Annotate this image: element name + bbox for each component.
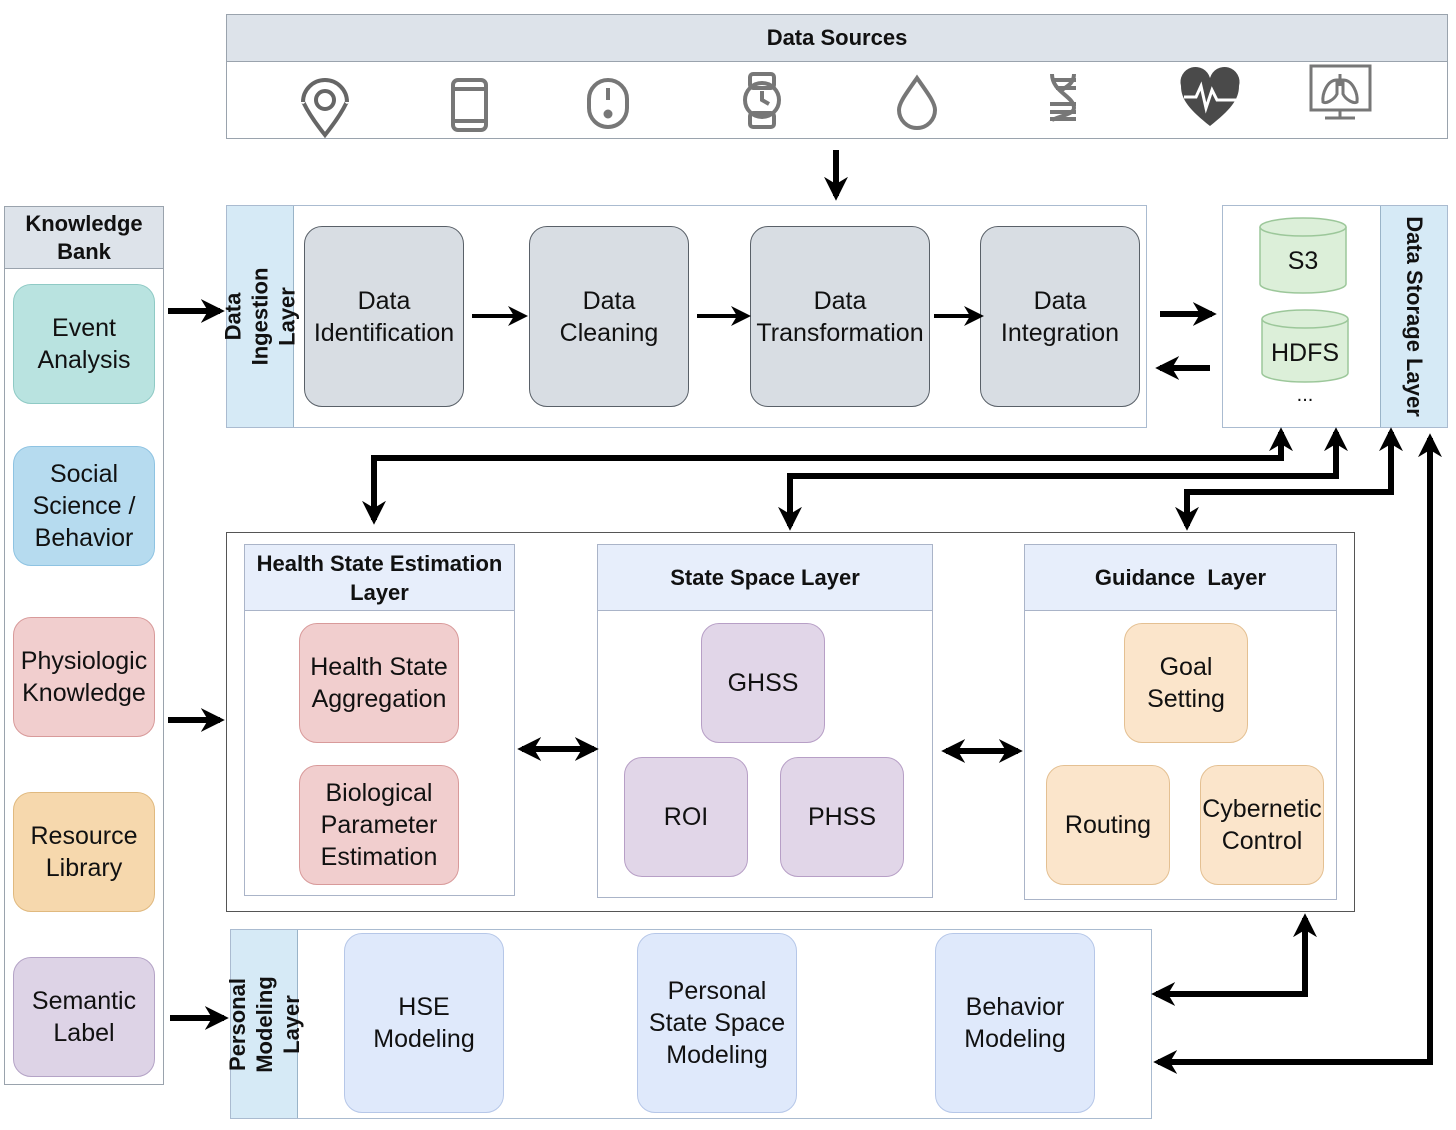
heart-rate-icon — [1180, 66, 1240, 126]
state-space-layer-title: State Space Layer — [598, 545, 932, 611]
knowledge-bank-title: Knowledge Bank — [5, 207, 163, 269]
s3-cylinder — [1259, 217, 1347, 294]
arrow-storage-statespace — [778, 427, 1348, 531]
step-data-cleaning: Data Cleaning — [529, 226, 689, 407]
state-space-phss: PHSS — [780, 757, 904, 877]
data-sources-title: Data Sources — [227, 15, 1447, 62]
arrow-storage-personal — [1153, 433, 1442, 1074]
kb-item-resource-library: Resource Library — [13, 792, 155, 912]
kb-item-physiologic-knowledge: Physiologic Knowledge — [13, 617, 155, 737]
state-space-roi: ROI — [624, 757, 748, 877]
personal-modeling-layer-label: Personal Modeling Layer — [225, 930, 304, 1118]
data-ingestion-layer-label: Data Ingestion Layer — [221, 206, 300, 427]
kb-item-semantic-label: Semantic Label — [13, 957, 155, 1077]
hse-health-state-aggregation: Health State Aggregation — [299, 623, 459, 743]
step-data-transformation: Data Transformation — [750, 226, 930, 407]
dna-icon — [1050, 73, 1077, 122]
kb-item-social-science: Social Science / Behavior — [13, 446, 155, 566]
hdfs-cylinder — [1261, 309, 1349, 383]
storage-hdfs-label: HDFS — [1270, 339, 1340, 367]
storage-more-label: ... — [1296, 384, 1314, 406]
personal-behavior-modeling: Behavior Modeling — [935, 933, 1095, 1113]
guidance-routing: Routing — [1046, 765, 1170, 885]
storage-s3-label: S3 — [1287, 247, 1319, 275]
personal-state-space-modeling: Personal State Space Modeling — [637, 933, 797, 1113]
data-sources-panel: Data Sources — [226, 14, 1448, 139]
arrow-guidance-personal — [1151, 913, 1317, 1006]
smartphone-icon — [451, 78, 488, 132]
lung-monitor-icon — [1309, 64, 1372, 120]
kb-item-event-analysis: Event Analysis — [13, 284, 155, 404]
water-drop-icon — [896, 74, 938, 130]
hse-layer-title: Health State Estimation Layer — [245, 545, 514, 611]
data-storage-layer-label: Data Storage Layer — [1380, 206, 1447, 427]
hse-biological-parameter-estimation: Biological Parameter Estimation — [299, 765, 459, 885]
health-state-estimation-layer: Health State Estimation Layer — [244, 544, 515, 896]
mouse-icon — [587, 78, 629, 129]
step-data-integration: Data Integration — [980, 226, 1140, 407]
smartwatch-icon — [743, 72, 781, 129]
state-space-ghss: GHSS — [701, 623, 825, 743]
step-data-identification: Data Identification — [304, 226, 464, 407]
personal-hse-modeling: HSE Modeling — [344, 933, 504, 1113]
